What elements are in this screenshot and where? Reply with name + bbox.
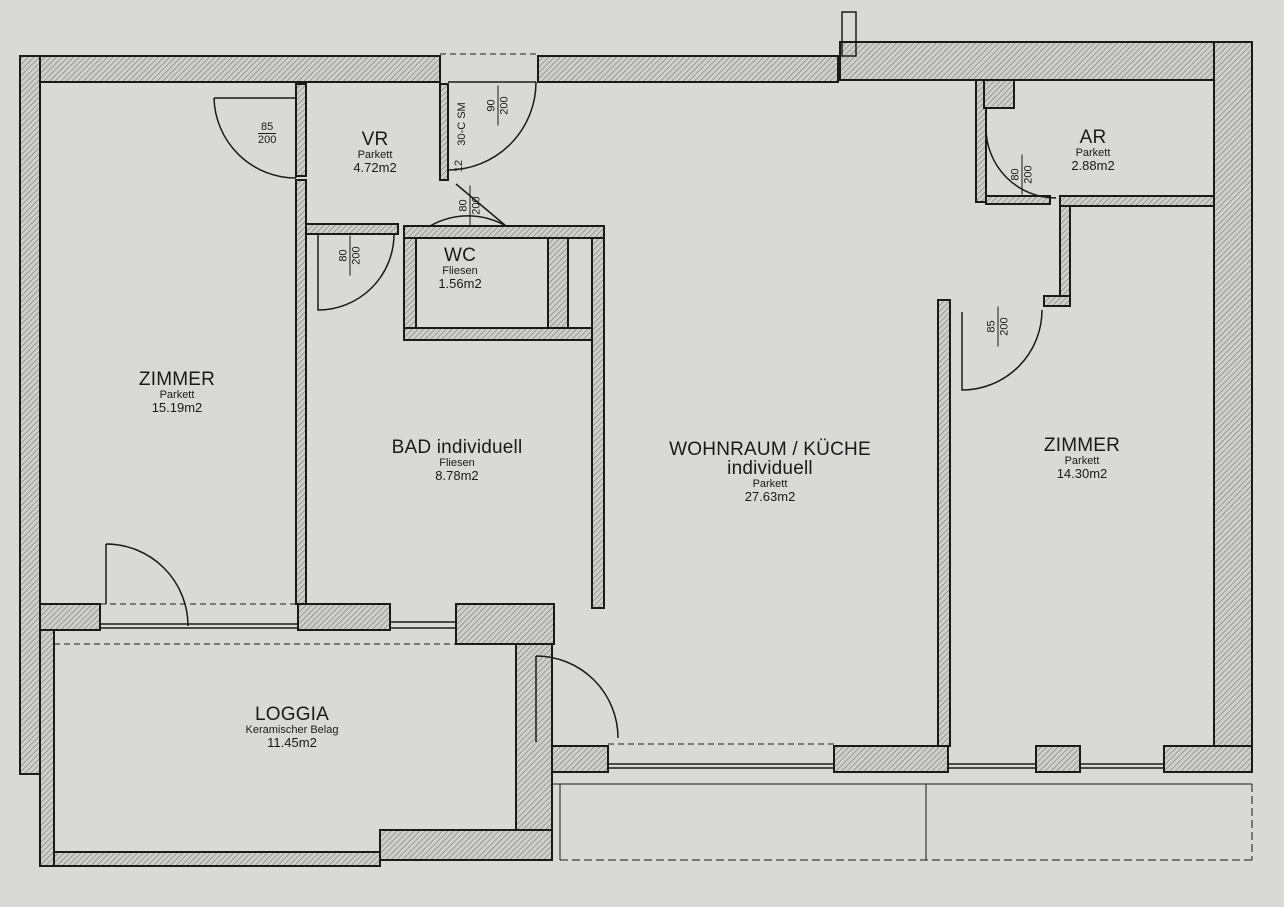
room-zimmer-left: ZIMMER Parkett 15.19m2 [139,370,215,414]
door-width: 80 [457,185,471,226]
room-area: 1.56m2 [438,276,482,291]
room-bad: BAD individuell Fliesen 8.78m2 [392,438,523,482]
room-name: AR [1079,127,1107,148]
door-width: 90 [485,85,499,126]
door-wc-dim: 80 200 [457,185,483,226]
door-width: 85 [258,121,277,134]
room-name-2: individuell [727,458,813,479]
room-floor: Parkett [357,149,393,161]
room-wohnraum-kueche: WOHNRAUM / KÜCHE individuell Parkett 27.… [669,440,871,503]
room-area: 15.19m2 [151,400,203,415]
room-name: LOGGIA [254,704,330,725]
door-height: 200 [998,317,1011,336]
door-width: 80 [337,235,351,276]
room-floor: Fliesen [439,457,475,469]
inner-walls [295,79,1215,747]
room-name: ZIMMER [1043,435,1121,456]
room-ar: AR Parkett 2.88m2 [1071,128,1114,172]
room-floor: Parkett [159,389,195,401]
door-entry-note2: 12 [453,156,465,176]
door-height: 200 [498,96,511,115]
room-floor: Parkett [1075,147,1111,159]
door-ar-dim: 80 200 [1009,154,1035,195]
outer-walls [19,41,1253,867]
room-vr: VR Parkett 4.72m2 [353,130,396,174]
room-name: VR [361,129,389,150]
window-lines [54,53,1253,861]
room-name: WOHNRAUM / KÜCHE [669,439,871,460]
room-name: BAD individuell [391,437,523,458]
room-area: 8.78m2 [435,468,479,483]
door-bad-dim: 80 200 [337,235,363,276]
room-loggia: LOGGIA Keramischer Belag 11.45m2 [246,705,339,749]
room-area: 4.72m2 [353,160,397,175]
door-height: 200 [350,246,363,265]
door-note-2: 12 [453,159,465,173]
door-entry-note: 30-C SM [456,94,468,154]
room-name: ZIMMER [138,369,216,390]
room-name: WC [443,245,477,266]
room-area: 11.45m2 [267,735,317,750]
room-floor: Keramischer Belag [245,724,339,736]
door-note: 30-C SM [456,102,468,146]
room-floor: Parkett [1064,455,1100,467]
room-area: 2.88m2 [1071,158,1115,173]
door-width: 85 [985,306,999,347]
door-zimmer-left-dim: 85 200 [258,121,277,146]
door-zimmer-right-dim: 85 200 [985,306,1011,347]
room-floor: Fliesen [442,265,478,277]
room-floor: Parkett [752,478,788,490]
door-height: 200 [258,134,277,146]
door-entry-dim: 90 200 [485,85,511,126]
door-height: 200 [1022,165,1035,184]
door-height: 200 [470,196,483,215]
door-width: 80 [1009,154,1023,195]
room-zimmer-right: ZIMMER Parkett 14.30m2 [1044,436,1120,480]
room-area: 27.63m2 [744,489,796,504]
door-swings [105,11,1057,742]
room-wc: WC Fliesen 1.56m2 [438,246,481,290]
room-area: 14.30m2 [1056,466,1108,481]
